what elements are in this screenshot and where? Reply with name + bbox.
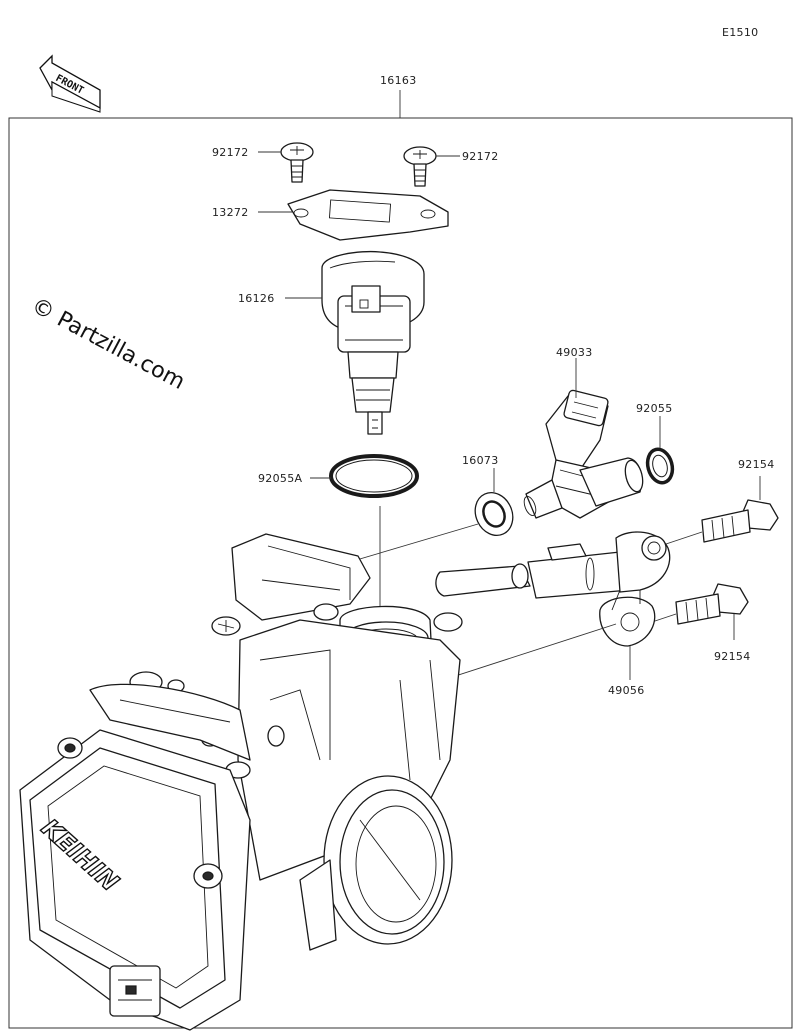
- seal-small-part: [474, 492, 514, 536]
- callout-plate: 13272: [212, 206, 249, 219]
- oring-large-part: [329, 454, 419, 498]
- callout-bolt-upper: 92154: [738, 458, 775, 471]
- bolt-upper-part: [701, 499, 779, 543]
- throttle-body-part: KEIHIN: [19, 533, 463, 1031]
- callout-seal-small: 16073: [462, 454, 499, 467]
- plate-part: [287, 189, 449, 241]
- screw-left-part: [280, 142, 314, 183]
- screw-right-part: [403, 146, 437, 187]
- diagram-code: E1510: [722, 26, 758, 39]
- callout-oring-injector: 92055: [636, 402, 673, 415]
- front-arrow-icon: FRONT: [39, 54, 101, 113]
- callout-assembly: 16163: [380, 74, 417, 87]
- callout-bolt-lower: 92154: [714, 650, 751, 663]
- callout-oring-large: 92055A: [258, 472, 302, 485]
- assembly-bracket: 16163: [8, 74, 793, 1029]
- callout-injector: 49033: [556, 346, 593, 359]
- callout-screw-left: 92172: [212, 146, 249, 159]
- callout-delivery-pipe: 49056: [608, 684, 645, 697]
- callout-sensor: 16126: [238, 292, 275, 305]
- oring-injector-part: [645, 447, 675, 485]
- watermark: © Partzilla.com: [27, 293, 189, 395]
- injector-part: [523, 389, 644, 519]
- callout-screw-right: 92172: [462, 150, 499, 163]
- sensor-part: [321, 250, 425, 435]
- bolt-lower-part: [675, 583, 749, 625]
- delivery-pipe-part: [435, 531, 671, 647]
